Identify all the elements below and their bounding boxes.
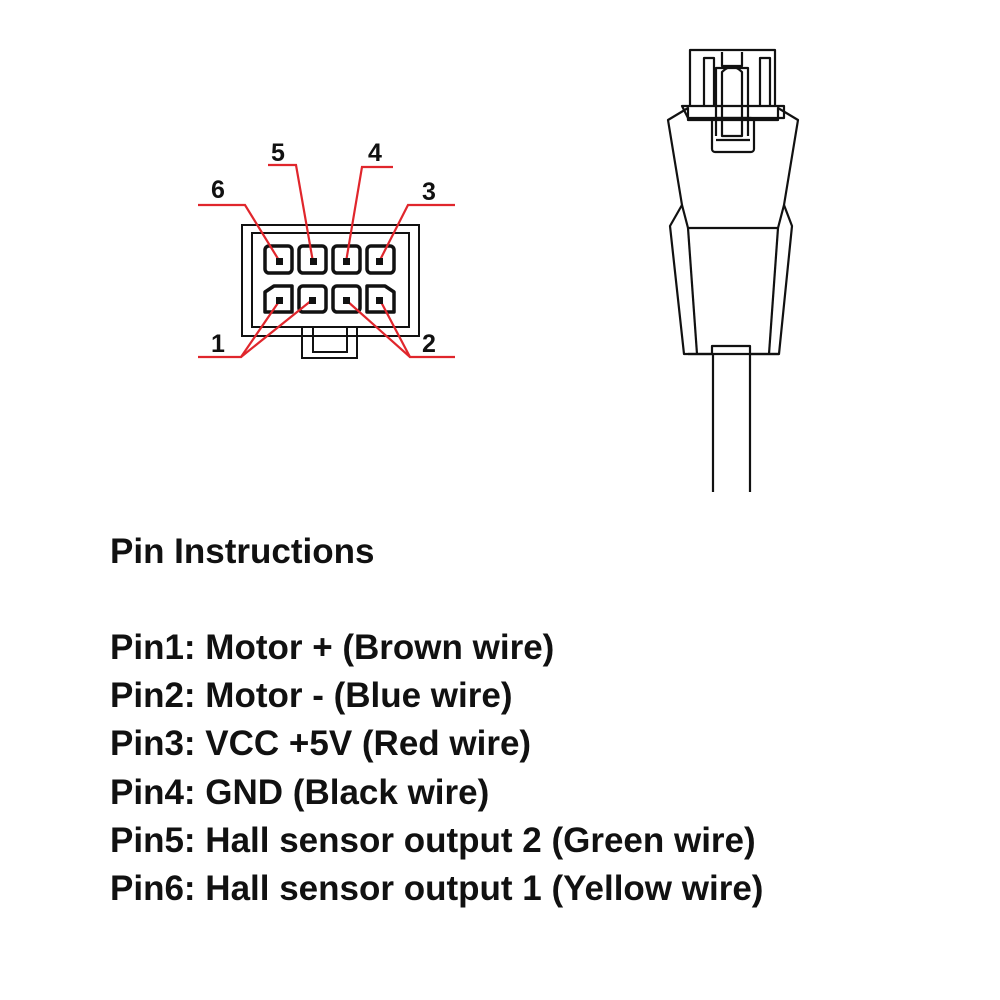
pin-2-description: Pin2: Motor - (Blue wire)	[110, 676, 513, 716]
pin-cavity-2b	[331, 284, 362, 314]
pin-list: Pin1: Motor + (Brown wire) Pin2: Motor -…	[110, 624, 763, 913]
leader-line-2b	[345, 299, 411, 358]
pin-6-description: Pin6: Hall sensor output 1 (Yellow wire)	[110, 869, 764, 909]
pin-contacts	[276, 258, 383, 304]
pin-cavity-6	[263, 244, 294, 275]
leader-line-5	[268, 163, 315, 263]
pin-cavity-1b	[297, 284, 328, 314]
leader-line-4	[344, 165, 393, 263]
pin-cavity-4	[331, 244, 362, 275]
pin-cavity-2	[365, 284, 396, 314]
pin-label-3: 3	[422, 178, 436, 206]
connector-side-view	[666, 48, 800, 492]
connector-diagram: 6 5 4 3 1 2	[198, 48, 800, 492]
latch-tab	[301, 326, 358, 359]
pin-leader-lines	[198, 163, 455, 359]
pin-label-1: 1	[211, 330, 225, 358]
pin-number-labels: 6 5 4 3 1 2	[211, 139, 436, 358]
leader-line-2a	[379, 299, 455, 359]
pin-cavity-3	[365, 244, 396, 275]
connector-inner-frame	[251, 232, 410, 328]
pin-label-6: 6	[211, 176, 225, 204]
pin-cavity-1	[263, 284, 294, 314]
leader-line-3	[378, 203, 455, 263]
pin-label-2: 2	[422, 330, 436, 358]
connector-front-view	[241, 224, 420, 359]
leader-line-1b	[240, 299, 313, 358]
pin-label-5: 5	[271, 139, 285, 167]
pin-instructions: Pin Instructions Pin1: Motor + (Brown wi…	[110, 528, 763, 913]
pin-label-4: 4	[368, 139, 382, 167]
pin-5-description: Pin5: Hall sensor output 2 (Green wire)	[110, 820, 756, 860]
pin-3-description: Pin3: VCC +5V (Red wire)	[110, 724, 532, 764]
latch-tab-inner	[312, 326, 348, 353]
connector-housing	[241, 224, 420, 337]
instructions-heading: Pin Instructions	[110, 532, 375, 571]
pin-4-description: Pin4: GND (Black wire)	[110, 772, 490, 812]
pin-cavity-5	[297, 244, 328, 275]
pin-1-description: Pin1: Motor + (Brown wire)	[110, 628, 555, 667]
leader-line-6	[198, 203, 281, 263]
